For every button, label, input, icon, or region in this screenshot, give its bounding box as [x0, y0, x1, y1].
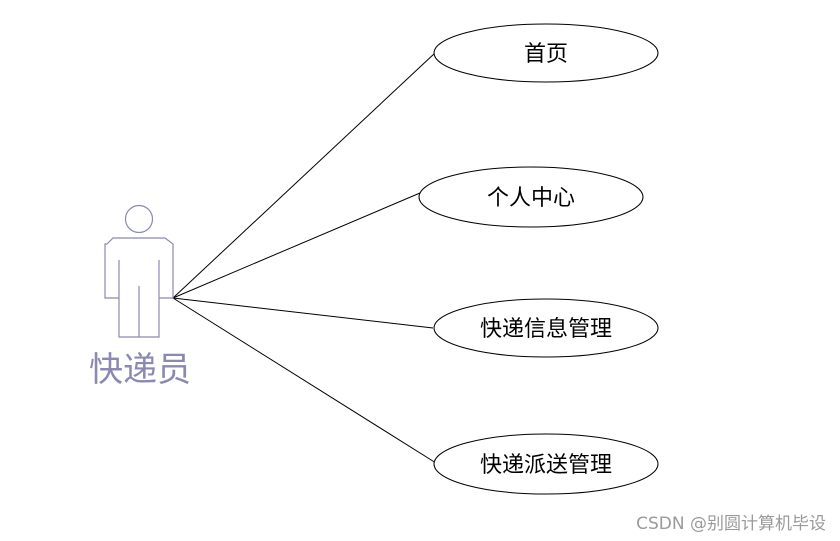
- association-line-profile: [172, 192, 421, 299]
- use-case-ellipse: [433, 433, 659, 495]
- use-case-home: 首页: [433, 23, 659, 83]
- use-case-ellipse: [418, 166, 644, 228]
- use-case-profile: 个人中心: [418, 166, 644, 228]
- actor-figure: 快递员: [89, 204, 191, 390]
- actor-head: [124, 204, 154, 234]
- use-case-delivery-dispatch: 快递派送管理: [433, 433, 659, 495]
- association-line-delivery-dispatch: [172, 297, 437, 464]
- association-line-delivery-info: [172, 297, 434, 329]
- use-case-delivery-info: 快递信息管理: [433, 298, 659, 358]
- use-case-label: 首页: [524, 42, 568, 67]
- watermark-text: CSDN @别圆计算机毕设: [636, 514, 826, 534]
- use-case-label: 快递信息管理: [480, 317, 612, 342]
- actor-label: 快递员: [89, 350, 191, 390]
- use-case-ellipse: [433, 298, 659, 358]
- actor-body: [104, 237, 174, 338]
- association-lines: [172, 52, 437, 464]
- person-icon: [104, 204, 174, 338]
- use-case-label: 快递派送管理: [480, 453, 612, 478]
- use-case-label: 个人中心: [487, 186, 575, 211]
- association-line-home: [172, 52, 436, 299]
- use-case-ellipse: [433, 23, 659, 83]
